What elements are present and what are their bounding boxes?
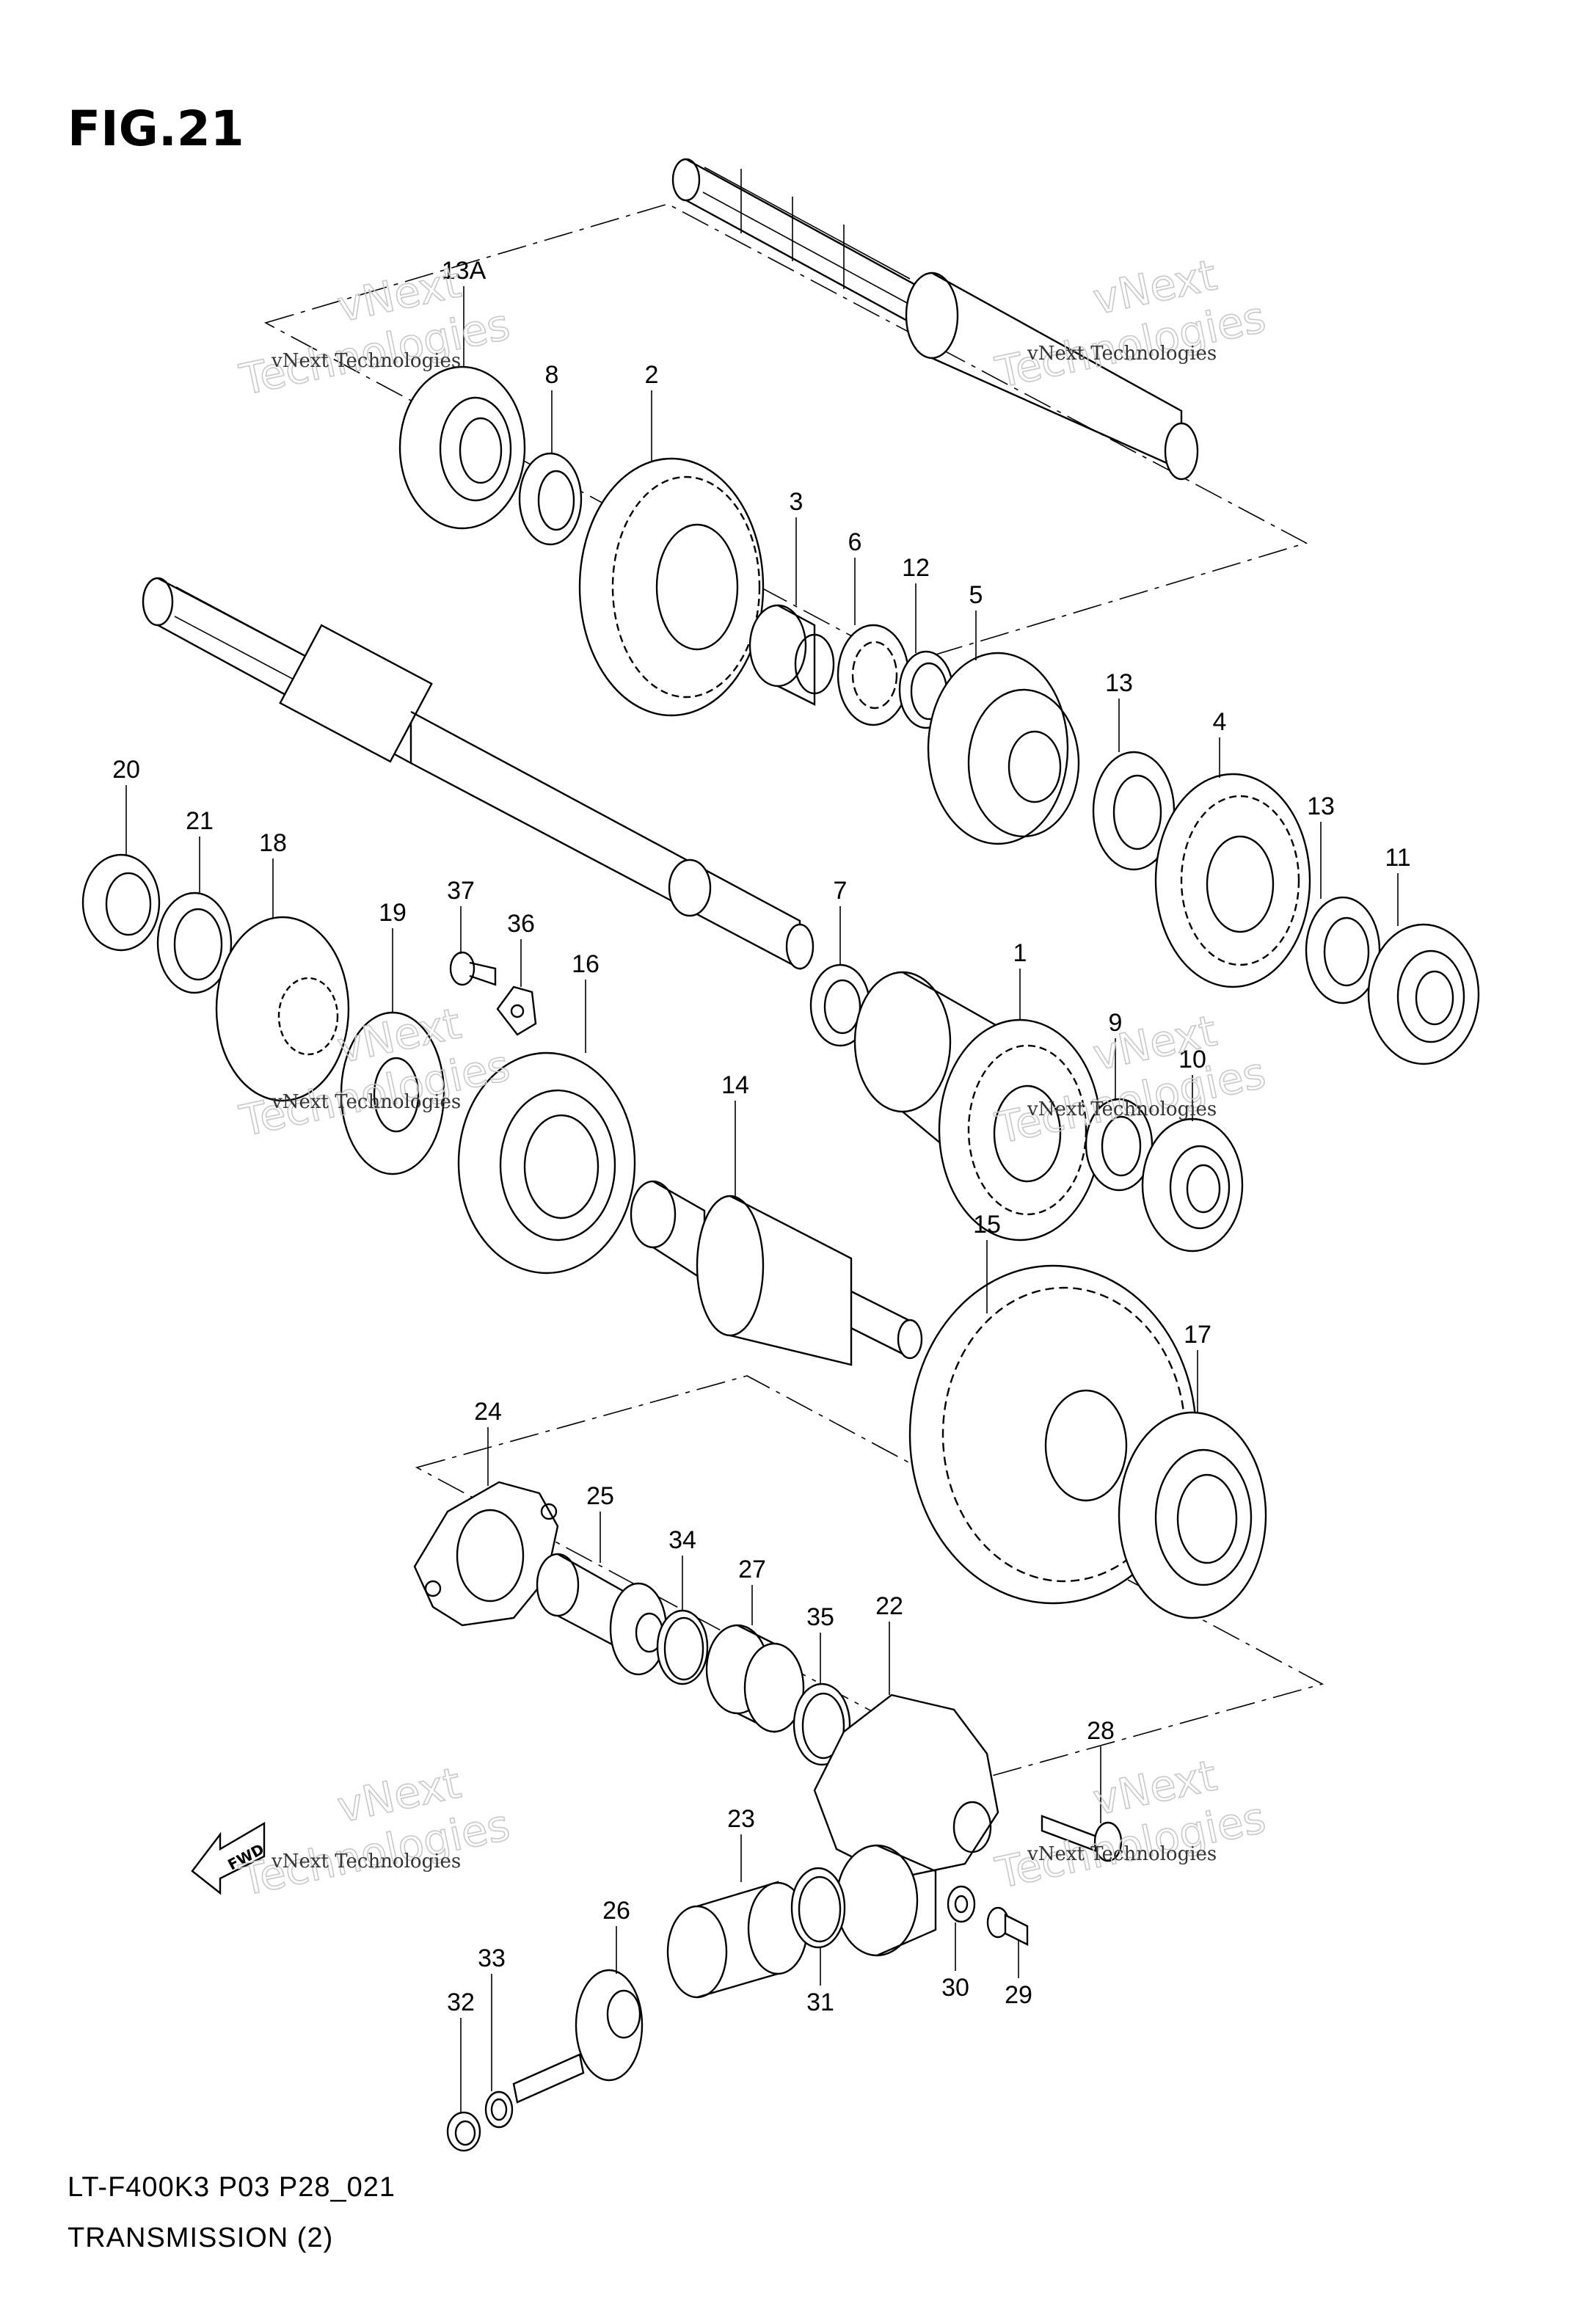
washer-13a bbox=[1092, 751, 1176, 871]
bearing-17 bbox=[1118, 1411, 1267, 1619]
part-label: 35 bbox=[806, 1603, 834, 1631]
part-label: 2 bbox=[645, 361, 659, 389]
o-ring-31 bbox=[790, 1867, 846, 1949]
gasket-24 bbox=[413, 1481, 559, 1627]
part-label: 3 bbox=[790, 488, 804, 516]
part-label: 22 bbox=[875, 1592, 903, 1620]
gear-4 bbox=[1154, 773, 1311, 988]
part-label: 37 bbox=[447, 877, 475, 905]
part-label: 4 bbox=[1213, 708, 1227, 736]
shaft-14 bbox=[630, 1180, 923, 1366]
part-label: 23 bbox=[727, 1805, 755, 1833]
bearing-11 bbox=[1367, 923, 1480, 1065]
watermark-small-text: vNext Technologies bbox=[271, 1091, 461, 1113]
bushing-3 bbox=[748, 604, 835, 706]
bushing-27 bbox=[705, 1624, 805, 1733]
countershaft bbox=[671, 158, 1199, 481]
part-label: 16 bbox=[572, 950, 600, 978]
part-label: 21 bbox=[186, 807, 214, 835]
part-label: 13A bbox=[442, 257, 487, 285]
washer-9 bbox=[1085, 1098, 1154, 1192]
bolt-28 bbox=[1041, 1815, 1123, 1862]
part-label: 8 bbox=[545, 361, 559, 389]
plate-36 bbox=[496, 985, 537, 1036]
watermark-small-text: vNext Technologies bbox=[271, 1851, 461, 1873]
bearing-13A bbox=[398, 365, 526, 530]
oil-seal-20 bbox=[81, 853, 161, 952]
washer-13b bbox=[1305, 896, 1381, 1005]
part-label: 36 bbox=[507, 910, 535, 938]
figure-title: FIG.21 bbox=[68, 101, 244, 157]
bearing-10 bbox=[1141, 1118, 1244, 1253]
bearing-16 bbox=[457, 1051, 636, 1275]
o-ring-35 bbox=[792, 1683, 851, 1766]
gear-26 bbox=[512, 1969, 644, 2104]
watermark-small-text: vNext Technologies bbox=[1027, 1098, 1217, 1120]
part-label: 32 bbox=[447, 1988, 475, 2016]
part-label: 26 bbox=[602, 1897, 630, 1925]
part-label: 29 bbox=[1005, 1981, 1032, 2009]
watermark-small-text: vNext Technologies bbox=[1027, 343, 1217, 365]
part-label: 7 bbox=[834, 877, 848, 905]
part-label: 10 bbox=[1178, 1046, 1206, 1073]
gear-18 bbox=[215, 916, 350, 1102]
watermark-small-text: vNext Technologies bbox=[1027, 1843, 1217, 1865]
part-label: 13 bbox=[1307, 792, 1335, 820]
part-label: 20 bbox=[112, 756, 140, 784]
gear-5 bbox=[927, 652, 1080, 845]
part-label: 33 bbox=[478, 1944, 506, 1972]
part-label: 12 bbox=[902, 554, 930, 582]
part-label: 19 bbox=[379, 899, 407, 927]
part-label: 27 bbox=[738, 1556, 766, 1583]
gear-2 bbox=[578, 457, 765, 717]
part-label: 5 bbox=[969, 581, 983, 609]
washer-6 bbox=[837, 624, 910, 726]
section-name: TRANSMISSION (2) bbox=[68, 2223, 333, 2253]
part-label: 18 bbox=[259, 829, 287, 857]
part-label: 15 bbox=[973, 1211, 1001, 1239]
driveshaft bbox=[142, 577, 815, 970]
leader-lines bbox=[125, 286, 1399, 2113]
washer-30 bbox=[947, 1885, 976, 1923]
washer-33 bbox=[484, 2090, 514, 2129]
watermark-small-text: vNext Technologies bbox=[271, 350, 461, 372]
part-label: 1 bbox=[1013, 939, 1027, 967]
part-label: 28 bbox=[1087, 1717, 1115, 1745]
fwd-direction-indicator: FWD bbox=[191, 1821, 267, 1895]
o-ring-34 bbox=[656, 1609, 709, 1685]
circlip-32 bbox=[446, 2111, 481, 2152]
part-label: 34 bbox=[668, 1526, 696, 1554]
part-label: 11 bbox=[1385, 844, 1410, 872]
bushing-23 bbox=[666, 1881, 809, 1999]
part-label: 24 bbox=[474, 1398, 502, 1426]
model-code: LT-F400K3 P03 P28_021 bbox=[68, 2172, 396, 2203]
washer-21 bbox=[156, 892, 233, 994]
part-label: 17 bbox=[1184, 1321, 1211, 1349]
bolt-29 bbox=[986, 1906, 1029, 1946]
part-label: 31 bbox=[806, 1988, 834, 2016]
part-label: 9 bbox=[1109, 1009, 1123, 1037]
part-label: 14 bbox=[721, 1071, 749, 1099]
part-label: 13 bbox=[1105, 669, 1133, 697]
washer-8 bbox=[518, 452, 583, 546]
part-label: 6 bbox=[848, 528, 862, 556]
part-label: 30 bbox=[941, 1974, 969, 2002]
bolt-37 bbox=[449, 951, 497, 986]
part-label: 25 bbox=[586, 1482, 614, 1510]
gear-25 bbox=[536, 1553, 668, 1676]
